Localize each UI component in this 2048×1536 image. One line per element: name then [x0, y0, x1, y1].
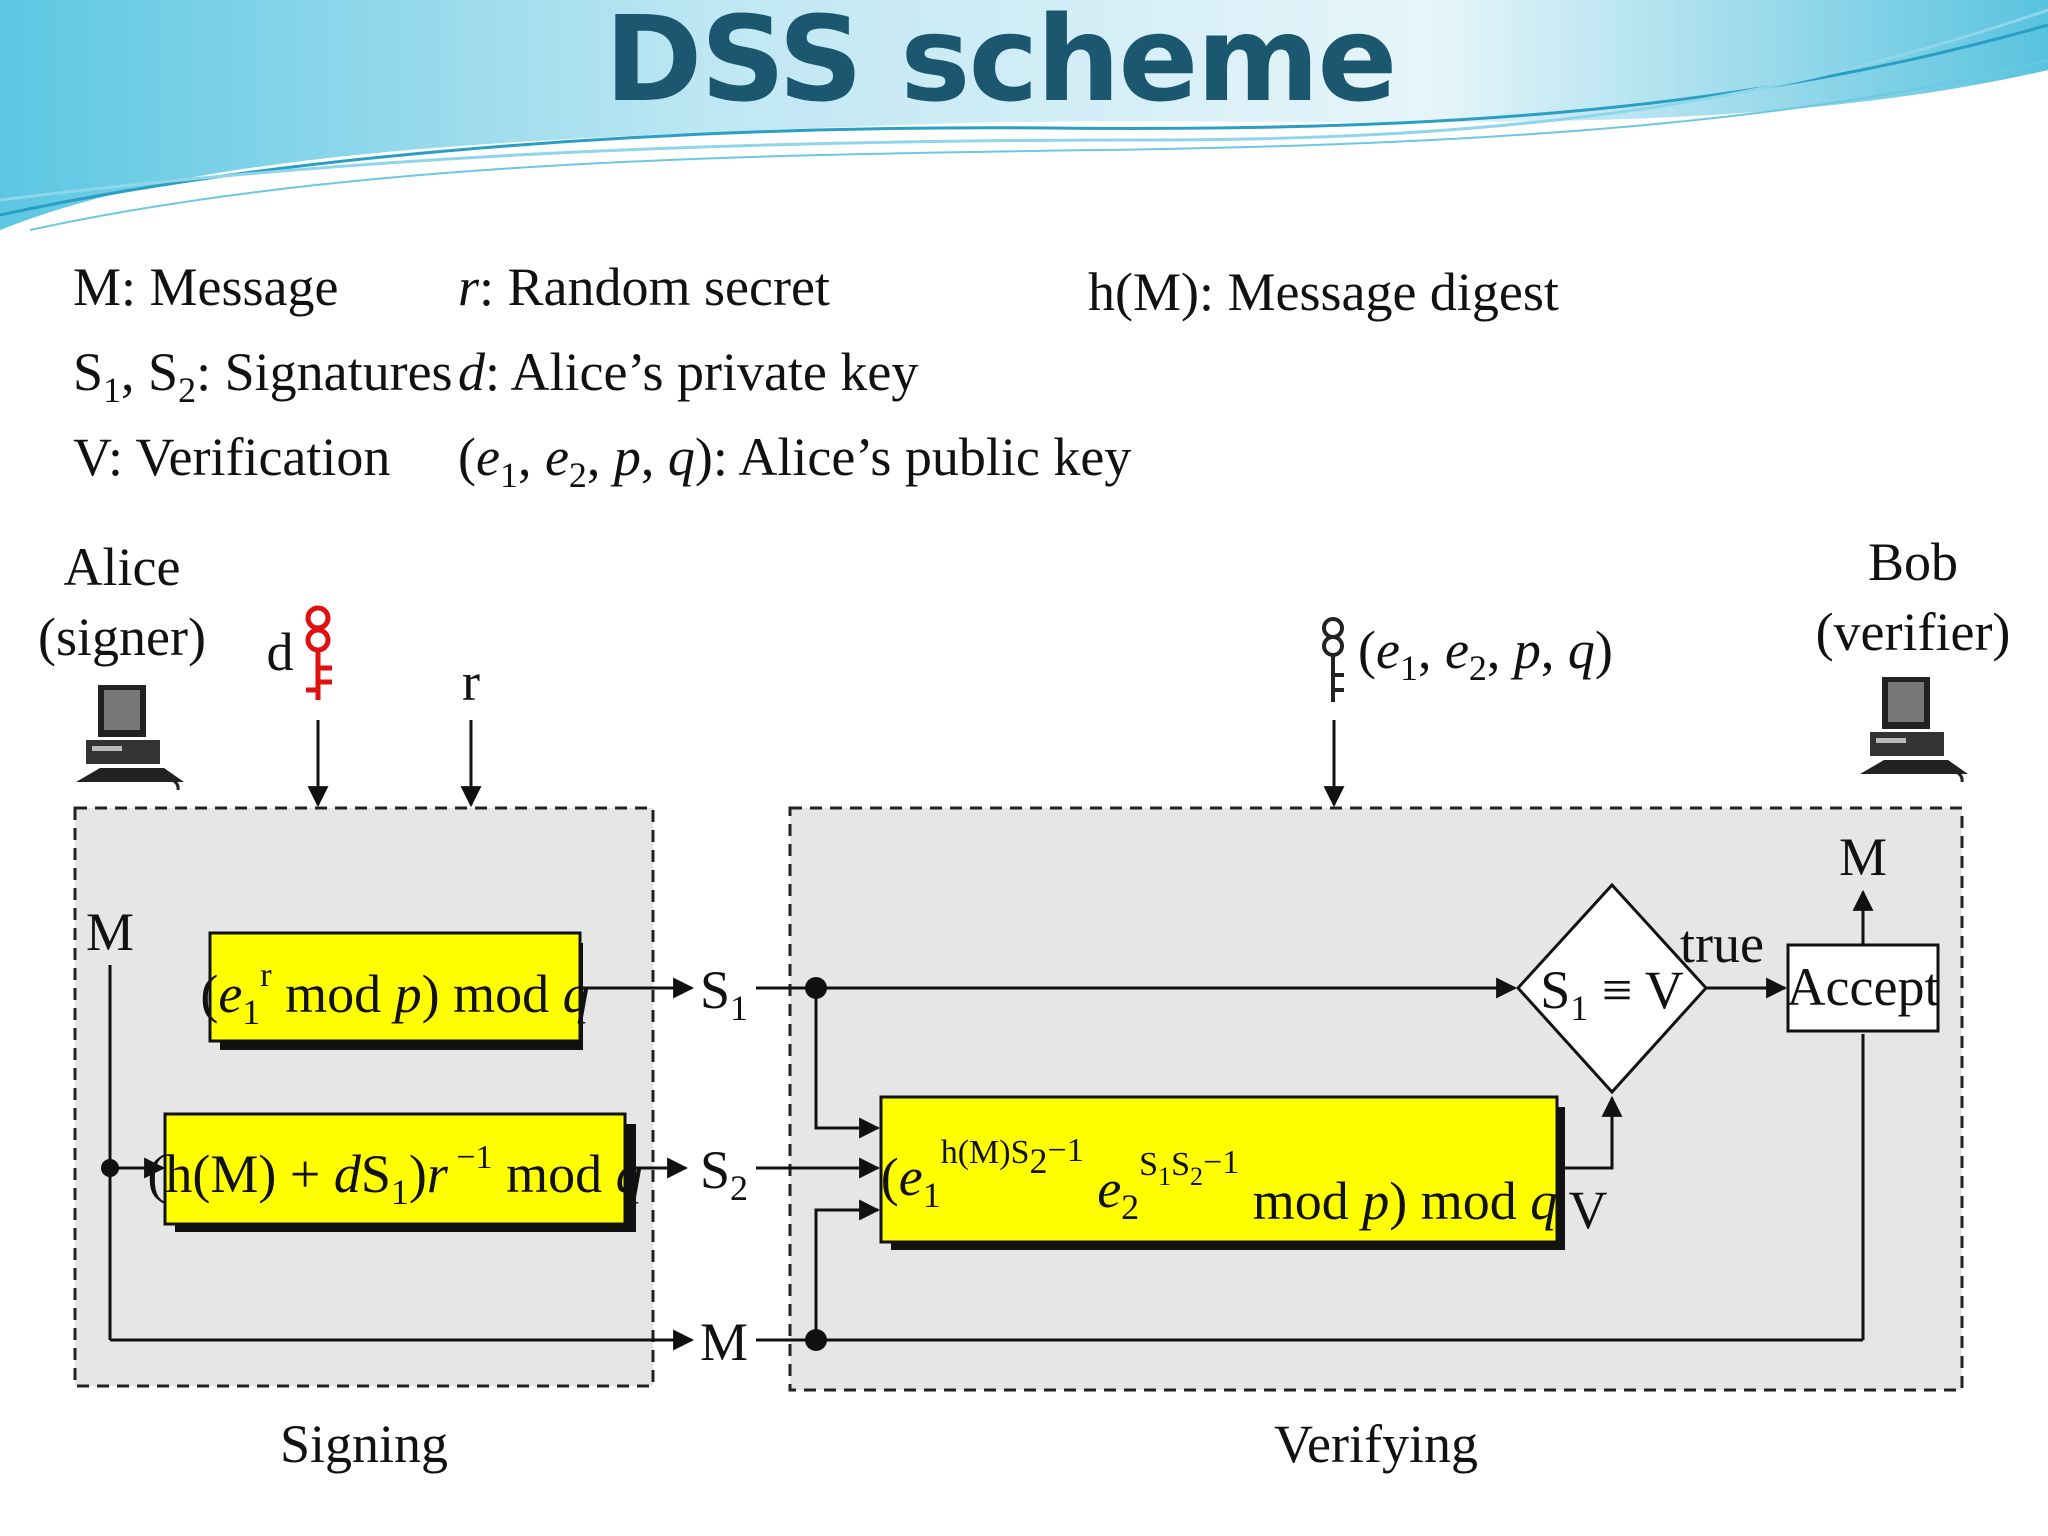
accept-label: Accept — [1787, 957, 1940, 1017]
alice-computer-icon — [76, 685, 184, 791]
header-banner — [0, 0, 2048, 231]
alice-role: (signer) — [38, 607, 206, 667]
signature-s1-box — [208, 931, 582, 1043]
signing-junction — [101, 1159, 119, 1177]
accept-box — [1786, 943, 1940, 1033]
legend-random: r: Random secret — [458, 257, 830, 317]
output-message-label: M — [1839, 827, 1887, 887]
s1-junction — [805, 977, 827, 999]
signature-s2-box — [163, 1112, 627, 1226]
private-key-label: d — [267, 622, 294, 682]
legend-private-key: d: Alice’s private key — [458, 342, 918, 402]
slide-title: DSS scheme — [605, 0, 1396, 128]
private-key-icon — [305, 605, 332, 700]
legend-col1: M: Message S1, S2: Signatures V: Verific… — [73, 257, 453, 487]
legend-message: M: Message — [73, 257, 338, 317]
compare-label: S1 ≡ V — [1540, 960, 1684, 1028]
bob-computer-icon — [1860, 677, 1968, 783]
signal-m: M — [700, 1312, 748, 1372]
public-key-icon — [1322, 617, 1344, 702]
m-junction — [805, 1329, 827, 1351]
legend-digest: h(M): Message digest — [1088, 262, 1559, 322]
verify-box — [879, 1095, 1559, 1244]
signing-label: Signing — [280, 1414, 448, 1474]
legend-public-key: (e1, e2, p, q): Alice’s public key — [458, 427, 1131, 495]
signing-panel — [73, 806, 655, 1388]
random-label: r — [462, 652, 480, 712]
legend-signatures: S1, S2: Signatures — [73, 342, 453, 410]
verifying-connectors — [756, 889, 1874, 1342]
compare-diamond — [1515, 882, 1709, 1095]
bob-role: (verifier) — [1816, 602, 2011, 662]
verify-v-label: V — [1569, 1180, 1608, 1240]
alice-name: Alice — [64, 537, 181, 597]
true-label: true — [1680, 914, 1764, 974]
bob-name: Bob — [1868, 532, 1958, 592]
signing-connectors — [108, 965, 695, 1351]
legend-verification: V: Verification — [73, 427, 390, 487]
verifying-label: Verifying — [1274, 1414, 1478, 1474]
signing-message-label: M — [86, 902, 134, 962]
legend-col2: r: Random secret d: Alice’s private key … — [458, 257, 1131, 495]
